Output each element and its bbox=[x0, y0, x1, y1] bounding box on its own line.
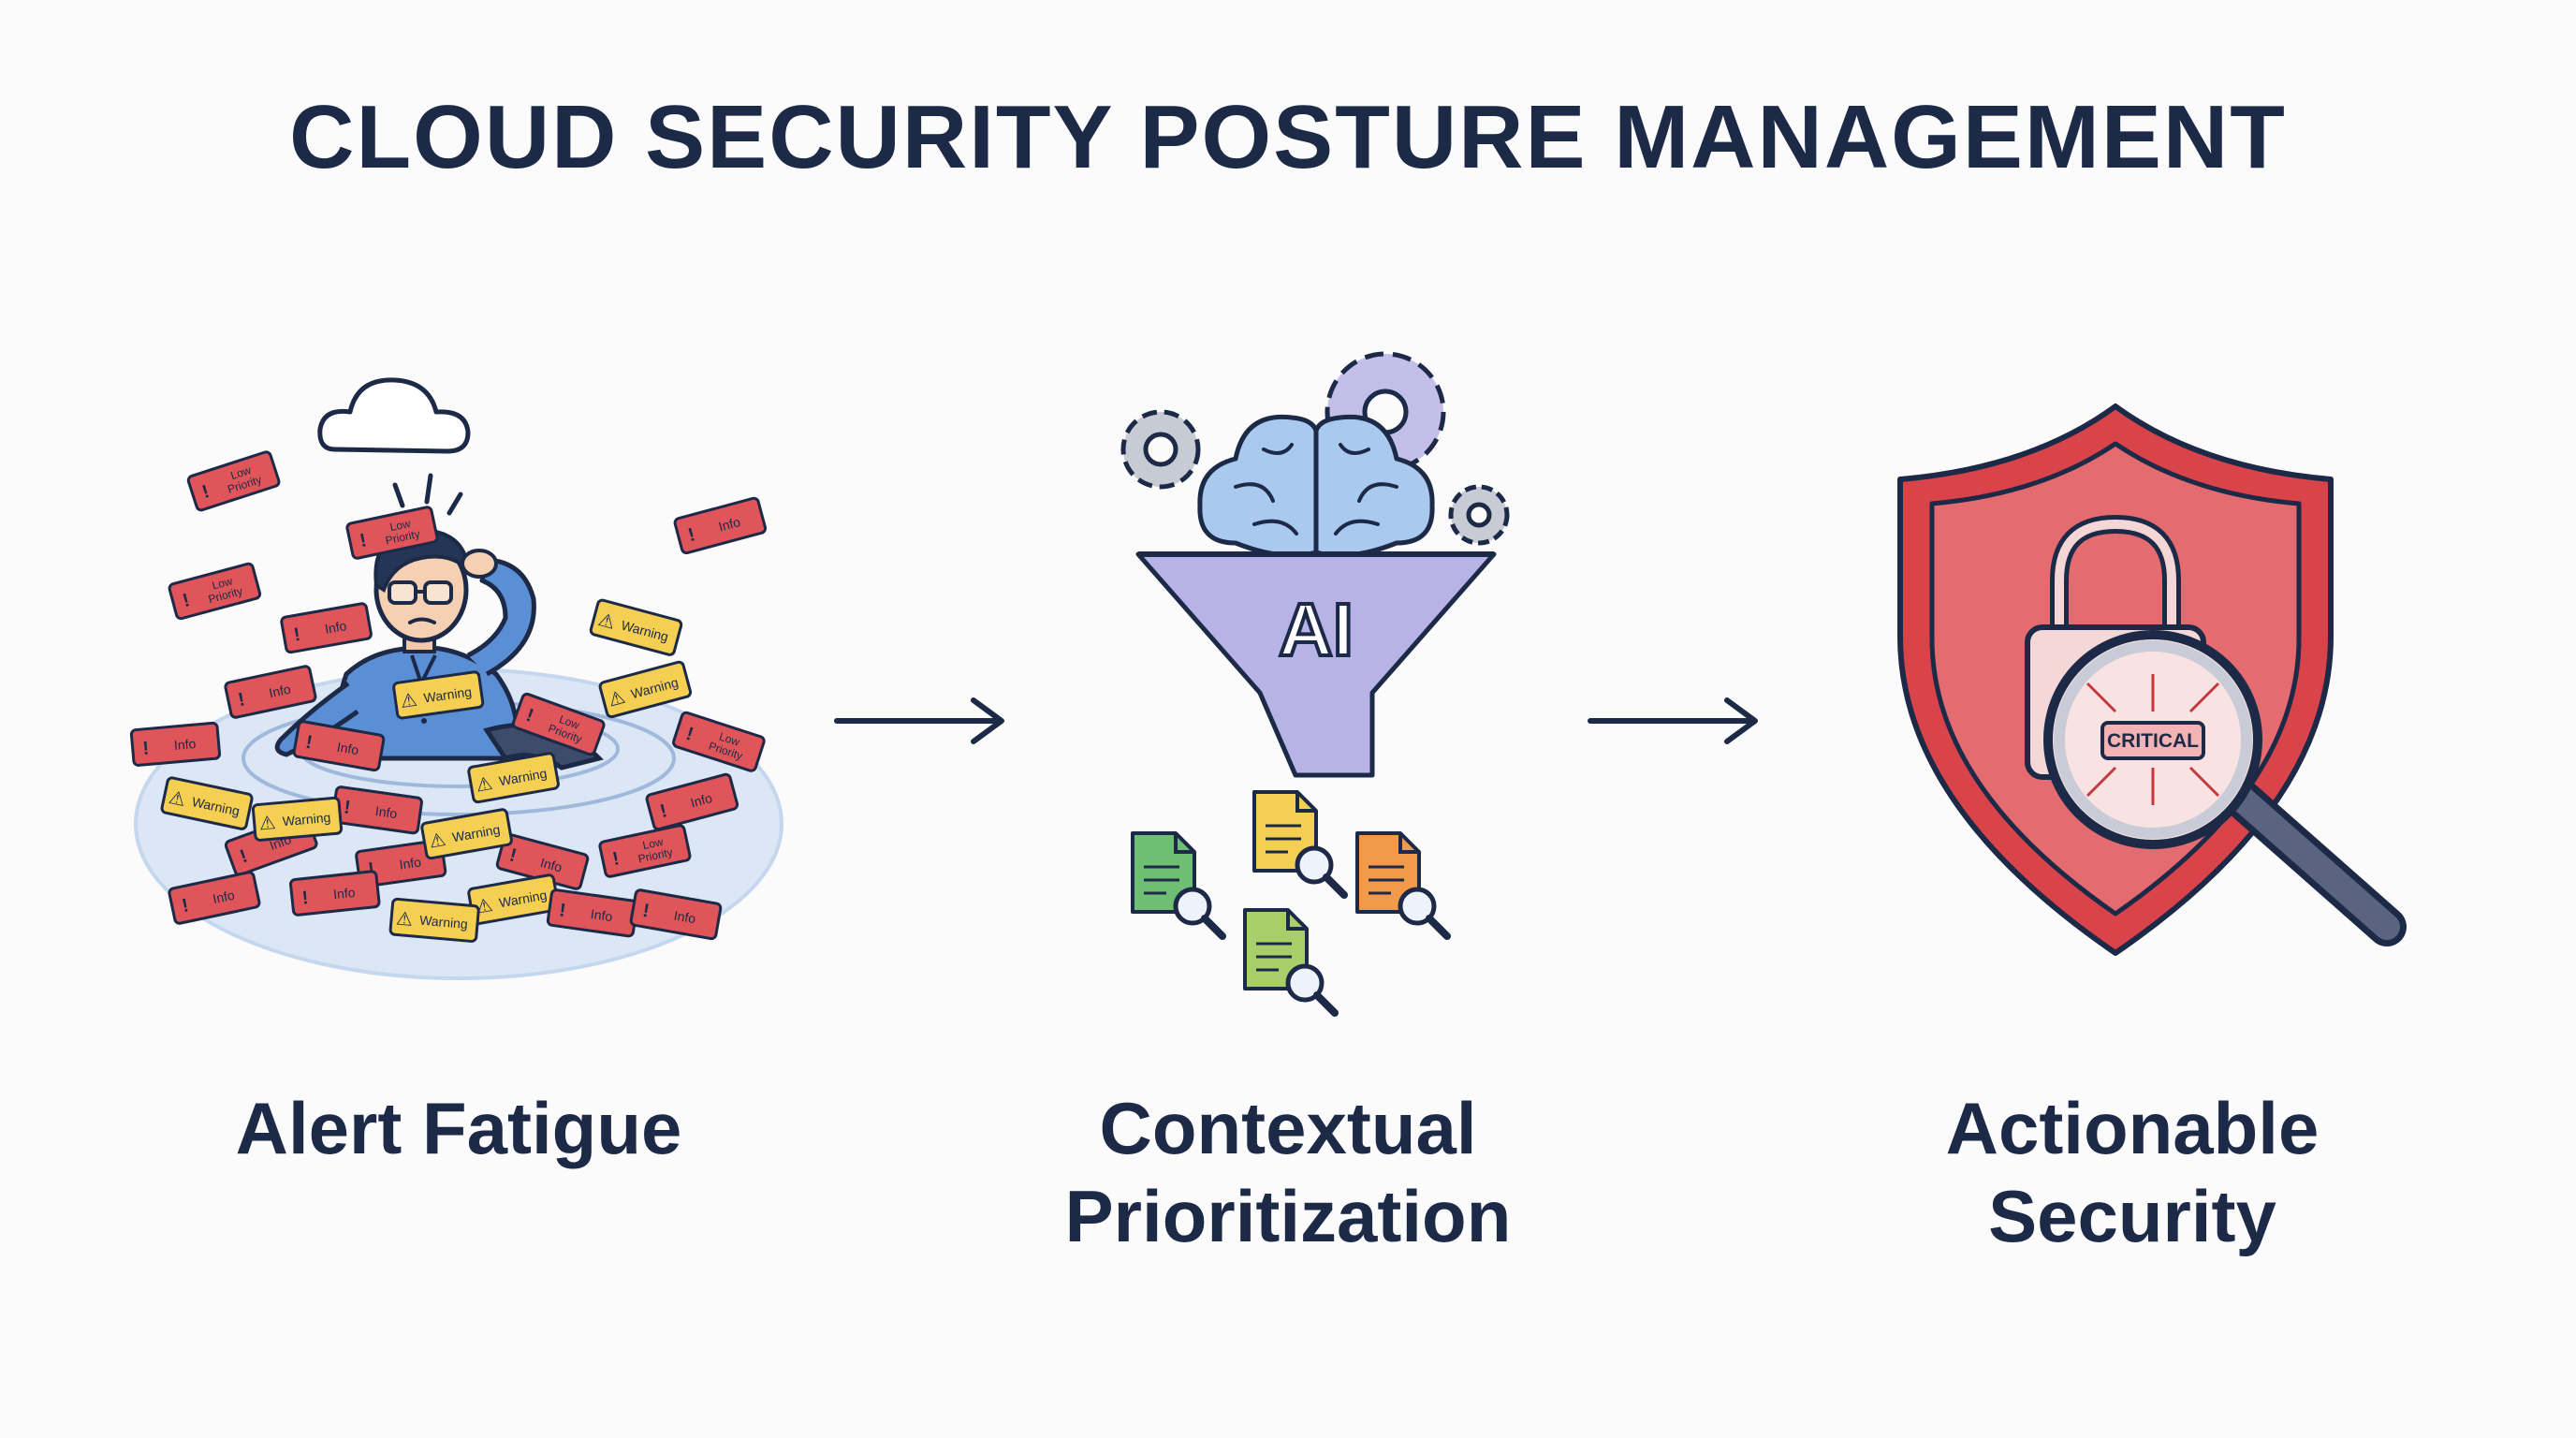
alert-icon: ! bbox=[611, 848, 622, 870]
alert-tag: !Info bbox=[673, 496, 768, 555]
document-search-icon bbox=[1243, 908, 1339, 1017]
alert-tag: ! Info bbox=[129, 721, 222, 767]
alert-tag-label: Info bbox=[717, 514, 742, 535]
alert-tag-label: Info bbox=[374, 803, 399, 821]
alert-tag: ⚠Warning bbox=[420, 808, 513, 860]
document-search-icon bbox=[1355, 831, 1451, 940]
document-search-icon bbox=[1252, 790, 1348, 899]
alert-tag: ! Info bbox=[330, 785, 423, 835]
warning-icon: ⚠ bbox=[395, 908, 414, 930]
alert-tag-label: Info bbox=[590, 906, 614, 924]
alert-icon: ! bbox=[359, 530, 369, 551]
alert-tag: ⚠Warning bbox=[160, 776, 254, 830]
alert-tag: ⚠ Warning bbox=[388, 897, 480, 943]
stage-1-caption-line: Alert Fatigue bbox=[235, 1087, 682, 1169]
alert-tag: ! Info bbox=[355, 839, 447, 888]
alert-icon: ! bbox=[181, 895, 191, 917]
alert-tag-label: Info bbox=[268, 682, 292, 701]
stage-3-caption-line: Security bbox=[1988, 1175, 2276, 1257]
arrow-2-icon bbox=[1588, 697, 1758, 744]
gear-icon bbox=[1448, 484, 1510, 546]
alert-icon: ! bbox=[141, 738, 150, 758]
alert-icon: ! bbox=[343, 797, 352, 818]
alert-tag: ! Info bbox=[292, 720, 386, 772]
ai-funnel-illustration: AI bbox=[1120, 351, 1510, 1017]
warning-icon: ⚠ bbox=[167, 787, 187, 811]
alert-tag-label: Info bbox=[539, 855, 564, 875]
alert-tag: ! Info bbox=[288, 870, 381, 917]
alert-icon: ! bbox=[301, 888, 310, 909]
alert-tag-label: Info bbox=[173, 736, 197, 753]
stage-2-caption-line: Prioritization bbox=[1064, 1175, 1512, 1257]
alert-tag-label: Info bbox=[689, 790, 714, 811]
alert-tag-label: Low bbox=[641, 835, 665, 852]
alert-tag-label: Low bbox=[388, 517, 412, 534]
alert-tag-label: Warning bbox=[419, 913, 469, 932]
stage-1-caption: Alert Fatigue bbox=[131, 1084, 786, 1172]
alert-icon: ! bbox=[237, 689, 247, 711]
stage-2-caption: Contextual Prioritization bbox=[960, 1084, 1616, 1260]
alert-icon: ! bbox=[304, 732, 314, 754]
warning-icon: ⚠ bbox=[596, 609, 618, 634]
alert-tag: ! Info bbox=[168, 871, 261, 925]
stage-2-caption-line: Contextual bbox=[1099, 1087, 1477, 1169]
warning-icon: ⚠ bbox=[606, 687, 627, 712]
alert-tag-label: Low bbox=[718, 730, 742, 749]
alert-icon: ! bbox=[367, 858, 376, 880]
alert-tag: !Info bbox=[495, 832, 590, 890]
alert-icon: ! bbox=[292, 624, 301, 646]
prioritized-documents bbox=[1131, 790, 1451, 1017]
cloud-icon bbox=[317, 377, 471, 454]
alert-tag: ! Info bbox=[224, 665, 317, 719]
alert-icon: ! bbox=[641, 901, 651, 922]
warning-icon: ⚠ bbox=[399, 690, 418, 712]
alert-tag-label: Warning bbox=[282, 810, 331, 829]
funnel-icon: AI bbox=[1135, 551, 1497, 778]
page-title: CLOUD SECURITY POSTURE MANAGEMENT bbox=[289, 87, 2287, 187]
alert-tag: ⚠ Warning bbox=[251, 796, 344, 842]
alert-tag-label: Info bbox=[324, 618, 348, 637]
magnifier-icon: CRITICAL bbox=[2043, 630, 2407, 946]
alert-tag: ⚠Warning bbox=[598, 660, 693, 719]
alert-tag-label: Info bbox=[336, 740, 360, 758]
alert-tag-label: Warning bbox=[423, 683, 473, 705]
alert-tag: ! Info bbox=[280, 602, 373, 654]
alert-tag: ! Info bbox=[546, 888, 638, 938]
alert-tag: ⚠Warning bbox=[589, 598, 683, 656]
alert-tag-label: Low bbox=[211, 574, 234, 592]
critical-badge: CRITICAL bbox=[2107, 730, 2199, 752]
alert-tag-label: Info bbox=[332, 885, 356, 902]
stress-marks-icon bbox=[392, 473, 463, 516]
alert-tag: ! Info bbox=[629, 888, 723, 941]
alert-tag-label: Info bbox=[399, 854, 423, 872]
shield-illustration: CRITICAL bbox=[1897, 404, 2407, 956]
alert-tag: !Info bbox=[645, 772, 739, 831]
funnel-ai-label: AI bbox=[1279, 588, 1354, 671]
gear-icon bbox=[1120, 409, 1201, 490]
alert-tag: ⚠Warning bbox=[467, 752, 560, 804]
stage-3-caption: Actionable Security bbox=[1805, 1084, 2460, 1260]
alert-icon: ! bbox=[558, 900, 567, 921]
warning-icon: ⚠ bbox=[258, 813, 277, 834]
warning-icon: ⚠ bbox=[475, 773, 494, 797]
alert-tag-label: Info bbox=[673, 908, 697, 927]
document-search-icon bbox=[1131, 831, 1226, 940]
alert-tag-label: Low bbox=[229, 463, 254, 482]
alert-tag: ⚠Warning bbox=[392, 670, 485, 720]
alert-tag-label: Info bbox=[212, 888, 236, 907]
warning-icon: ⚠ bbox=[428, 829, 447, 853]
stage-3-caption-line: Actionable bbox=[1945, 1087, 2320, 1169]
arrow-1-icon bbox=[834, 697, 1004, 744]
brain-icon bbox=[1197, 414, 1435, 558]
